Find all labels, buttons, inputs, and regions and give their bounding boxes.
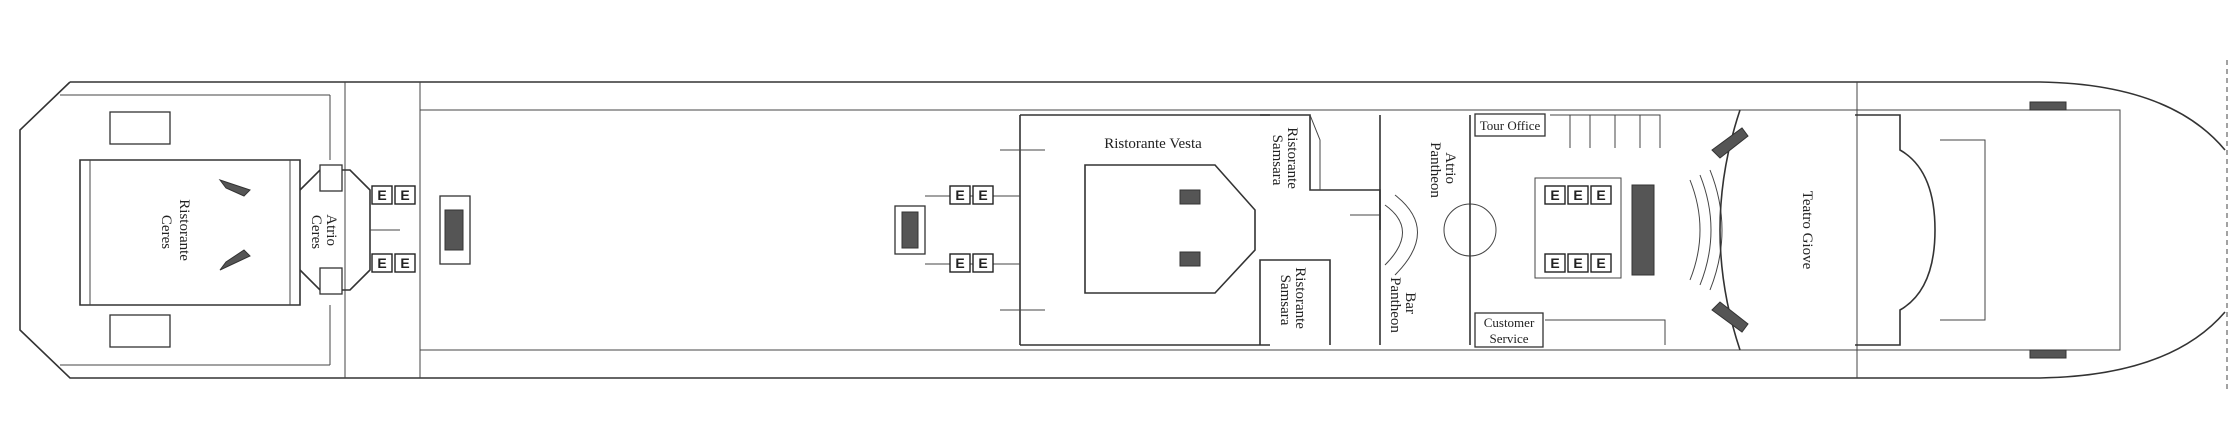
elevator-label: E (1596, 255, 1605, 271)
elevator-label: E (978, 255, 987, 271)
svg-text:Ristorante Samsara: Ristorante Samsara (1269, 127, 1300, 192)
svg-text:Bar Pantheon: Bar Pantheon (1387, 277, 1418, 333)
ristorante-samsara-bottom-label-2: Samsara (1277, 275, 1293, 326)
elevator-label: E (1573, 255, 1582, 271)
customer-service-label-2: Service (1490, 331, 1529, 346)
elevator-label: E (400, 255, 409, 271)
teatro-giove-label: Teatro Giove (1799, 191, 1815, 270)
customer-service-label-1: Customer (1484, 315, 1535, 330)
samsara-pantheon-section (1259, 114, 1497, 345)
elevator-label: E (1573, 187, 1582, 203)
ristorante-ceres-label-2: Ceres (158, 215, 174, 249)
theater-section (1631, 101, 2067, 359)
vesta-section (894, 114, 1270, 346)
ristorante-ceres-label-1: Ristorante (176, 199, 192, 261)
atrio-pantheon-label-2: Pantheon (1427, 142, 1443, 198)
elevator-label: E (978, 187, 987, 203)
ristorante-vesta-label: Ristorante Vesta (1104, 136, 1202, 152)
bar-pantheon-label-1: Bar (1402, 292, 1418, 314)
elevator-label: E (1596, 187, 1605, 203)
elevator-label: E (1550, 187, 1559, 203)
mid-elevators: E E E E (949, 185, 994, 273)
elevator-label: E (1550, 255, 1559, 271)
aft-elevators: E E E E (371, 185, 471, 273)
svg-text:Ristorante Samsara: Ristorante Samsara (1277, 267, 1308, 332)
bar-pantheon-label-2: Pantheon (1387, 277, 1403, 333)
tour-office-label: Tour Office (1480, 118, 1541, 133)
svg-text:Atrio Ceres: Atrio Ceres (308, 214, 339, 249)
atrio-pantheon-label-1: Atrio (1442, 152, 1458, 184)
ristorante-samsara-bottom-label-1: Ristorante (1292, 267, 1308, 329)
atrio-ceres-label-1: Atrio (323, 214, 339, 246)
aft-section (60, 94, 400, 366)
elevator-label: E (377, 255, 386, 271)
svg-text:Ristorante Ceres: Ristorante Ceres (158, 199, 192, 264)
elevator-label: E (955, 255, 964, 271)
svg-text:Atrio Pantheon: Atrio Pantheon (1427, 142, 1458, 198)
ristorante-samsara-top-label-1: Ristorante (1284, 127, 1300, 189)
ship-hull (19, 60, 2228, 390)
forward-elevators: E E E E E E (1534, 177, 1622, 279)
atrio-ceres-label-2: Ceres (308, 215, 324, 249)
elevator-label: E (955, 187, 964, 203)
elevator-label: E (400, 187, 409, 203)
services-section (1474, 113, 1666, 348)
ristorante-samsara-top-label-2: Samsara (1269, 135, 1285, 186)
venue-labels: Ristorante Ceres Atrio Ceres Ristorante … (158, 118, 1815, 346)
elevator-label: E (377, 187, 386, 203)
